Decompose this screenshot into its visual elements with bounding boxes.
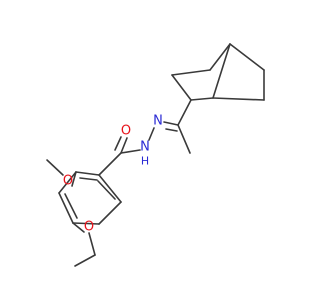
- atom-o-carbonyl: O: [121, 124, 131, 139]
- atom-o-methoxy-4: O: [84, 220, 94, 235]
- bond-n-carbonyl: [120, 149, 141, 154]
- atom-h-amide: H: [141, 155, 149, 168]
- bond-ome4-c: [88, 232, 96, 256]
- bond-ring-link: [98, 152, 122, 176]
- bond-aryl-6: [98, 174, 122, 203]
- bond-bridge-3: [212, 43, 231, 99]
- bond-aryl-1: [75, 171, 100, 176]
- bond-bridge-4: [229, 43, 265, 71]
- bond-imine-n: [163, 121, 179, 126]
- atom-labels: O N H N O O: [63, 114, 163, 235]
- bond-ring-3: [212, 97, 265, 101]
- bond-aryl-2: [58, 171, 77, 194]
- bond-aryl-5: [98, 201, 122, 225]
- bond-c-o-2: [114, 136, 122, 151]
- bond-aryl-db-3: [79, 177, 98, 181]
- bond-ome4-c2: [74, 254, 96, 267]
- bond-ome4-o: [72, 222, 85, 233]
- atom-o-methoxy-3: O: [63, 174, 73, 189]
- bond-n-n: [148, 127, 155, 141]
- bond-ome3-c: [46, 159, 64, 176]
- bond-bridge-2: [171, 69, 211, 76]
- bond-imine-n-double: [165, 128, 178, 132]
- bond-c-imine: [177, 99, 192, 126]
- bond-bridge-1: [171, 74, 192, 101]
- bond-aryl-4: [72, 222, 100, 225]
- bond-aryl-db-1: [97, 180, 116, 200]
- molecule-structure: O N H N O O: [46, 43, 265, 267]
- atom-n-amide: N: [140, 140, 150, 155]
- bond-ring-1: [209, 43, 231, 71]
- bond-ring-4: [190, 97, 214, 101]
- bond-c-o-1: [120, 137, 128, 154]
- atom-n-imine: N: [153, 114, 163, 129]
- bond-aryl-db-2: [64, 193, 78, 219]
- bond-ome3-o: [71, 171, 77, 187]
- bonds: [46, 43, 265, 267]
- bond-methyl: [177, 124, 191, 154]
- molecule-canvas: O N H N O O: [46, 43, 265, 267]
- bond-aryl-3: [58, 192, 74, 224]
